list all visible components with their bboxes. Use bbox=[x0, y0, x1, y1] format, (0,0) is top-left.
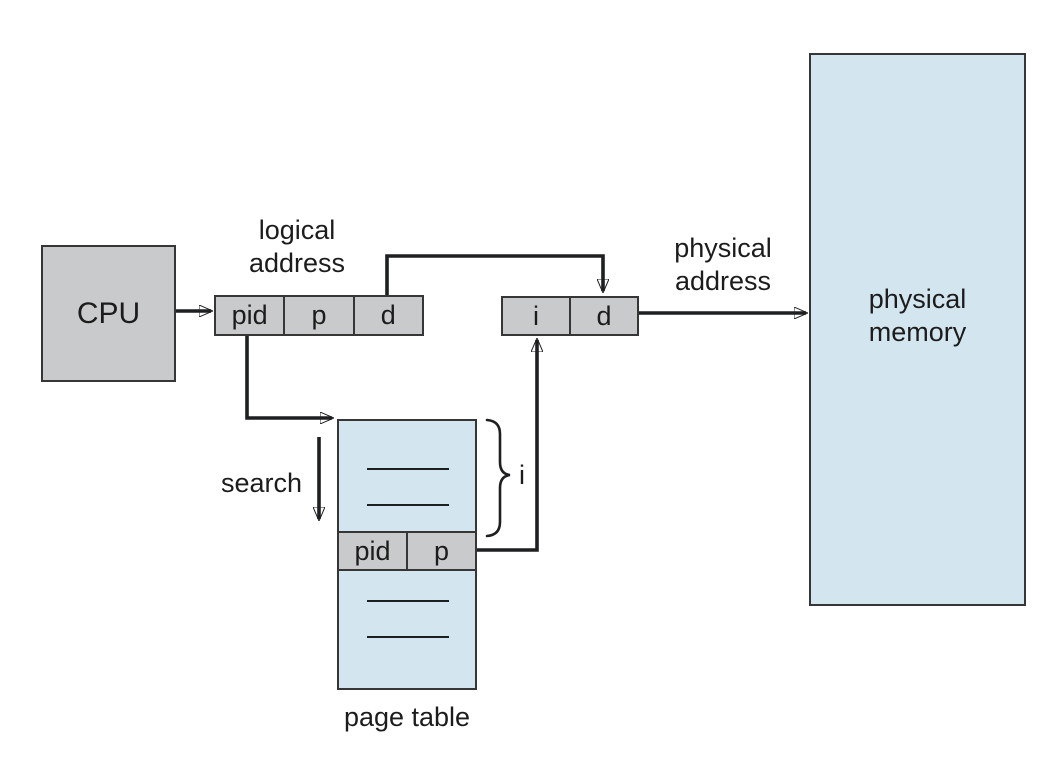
index-label: i bbox=[519, 460, 525, 490]
page-table-entry-line bbox=[367, 600, 449, 602]
page-table-entry-cell-p: p bbox=[406, 533, 475, 569]
logical-address-cell-pid: pid bbox=[231, 300, 268, 330]
cpu-box: CPU bbox=[41, 245, 176, 382]
page-table-box: pid p bbox=[337, 419, 477, 690]
page-table-entry-line bbox=[367, 504, 449, 506]
arrow-page-table-entry-to-i bbox=[477, 340, 537, 552]
logical-address-label-line1: logical bbox=[258, 215, 336, 245]
physical-address-label-line1: physical bbox=[674, 233, 772, 263]
page-table-label: page table bbox=[343, 702, 471, 732]
page-table-entry-cell-pid: pid bbox=[354, 535, 391, 566]
physical-address-label-line2: address bbox=[674, 266, 772, 296]
logical-address-register: pid p d bbox=[214, 295, 424, 336]
physical-memory-label-line1: physical bbox=[868, 283, 967, 314]
arrow-d-to-frame-register bbox=[385, 254, 603, 295]
page-table-entry-line bbox=[367, 468, 449, 470]
logical-address-cell-d: d bbox=[352, 297, 422, 334]
frame-register: i d bbox=[501, 296, 639, 336]
physical-memory-label-line2: memory bbox=[868, 316, 967, 347]
frame-cell-i: i bbox=[533, 300, 539, 331]
physical-memory-label: physical memory bbox=[869, 283, 967, 349]
physical-memory-box: physical memory bbox=[809, 53, 1026, 606]
search-label: search bbox=[220, 468, 302, 498]
logical-address-cell-p: p bbox=[283, 297, 352, 334]
logical-address-label: logical address bbox=[217, 214, 377, 280]
physical-address-label: physical address bbox=[643, 232, 803, 298]
logical-address-label-line2: address bbox=[248, 248, 346, 278]
frame-cell-d: d bbox=[569, 298, 637, 334]
index-brace bbox=[485, 418, 511, 538]
cpu-label: CPU bbox=[76, 296, 141, 330]
page-table-entry-row: pid p bbox=[337, 531, 477, 571]
arrow-pid-to-page-table bbox=[245, 336, 332, 418]
page-table-entry-line bbox=[367, 636, 449, 638]
